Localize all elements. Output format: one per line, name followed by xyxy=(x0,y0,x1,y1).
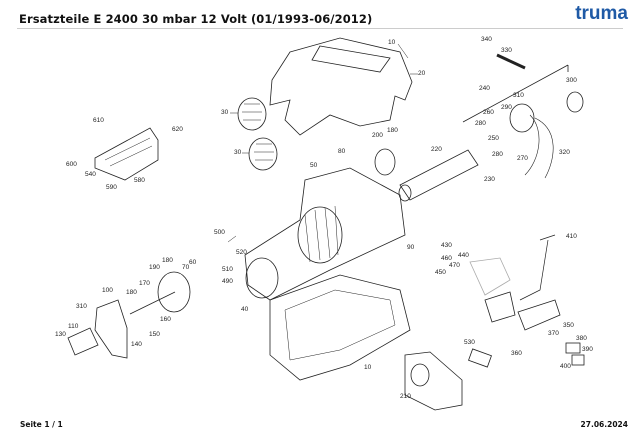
part-label: 20 xyxy=(418,70,426,77)
cover-plate-part xyxy=(404,351,463,411)
part-label: 330 xyxy=(501,47,512,54)
header-divider xyxy=(17,28,623,29)
part-label: 230 xyxy=(484,176,495,183)
part-label: 340 xyxy=(481,36,492,43)
part-label: 30 xyxy=(221,109,229,116)
part-label: 310 xyxy=(513,92,524,99)
part-label: 40 xyxy=(241,306,249,313)
part-label: 10 xyxy=(364,364,372,371)
part-label: 610 xyxy=(93,117,104,124)
part-label: 280 xyxy=(475,120,486,127)
part-label: 180 xyxy=(162,257,173,264)
part-label: 130 xyxy=(55,331,66,338)
part-label: 140 xyxy=(131,341,142,348)
part-label: 70 xyxy=(182,264,190,271)
part-label: 490 xyxy=(222,278,233,285)
part-label: 470 xyxy=(449,262,460,269)
page-title: Ersatzteile E 2400 30 mbar 12 Volt (01/1… xyxy=(19,12,373,26)
cover-part xyxy=(269,37,413,136)
motor-part xyxy=(67,327,99,356)
part-label: 290 xyxy=(501,104,512,111)
ignition-unit-part xyxy=(484,291,516,323)
motor-bracket-part xyxy=(94,299,128,359)
part-label: 150 xyxy=(149,331,160,338)
part-label: 270 xyxy=(517,155,528,162)
part-label: 430 xyxy=(441,242,452,249)
part-label: 260 xyxy=(483,109,494,116)
part-label: 540 xyxy=(85,171,96,178)
grill-part xyxy=(237,97,267,131)
part-label: 30 xyxy=(234,149,242,156)
grill-part xyxy=(248,137,278,171)
part-label: 180 xyxy=(387,127,398,134)
part-label: 90 xyxy=(407,244,415,251)
blower-wheel-part xyxy=(157,271,191,313)
fan-wheel-part xyxy=(374,148,396,176)
cover-logo-panel xyxy=(311,45,391,73)
bottom-tray-part xyxy=(269,274,411,381)
part-label: 200 xyxy=(372,132,383,139)
part-label: 530 xyxy=(464,339,475,346)
part-label: 380 xyxy=(576,335,587,342)
truma-logo: truma xyxy=(575,3,628,24)
part-label: 510 xyxy=(222,266,233,273)
part-label: 310 xyxy=(76,303,87,310)
part-label: 440 xyxy=(458,252,469,259)
part-label: 110 xyxy=(68,323,79,330)
part-label: 410 xyxy=(566,233,577,240)
part-label: 580 xyxy=(134,177,145,184)
exhaust-pipe-part xyxy=(399,149,479,201)
part-label: 180 xyxy=(126,289,137,296)
part-label: 100 xyxy=(102,287,113,294)
part-label: 460 xyxy=(441,255,452,262)
part-label: 240 xyxy=(479,85,490,92)
part-label: 500 xyxy=(214,229,225,236)
part-label: 210 xyxy=(400,393,411,400)
hose-part xyxy=(496,53,526,70)
part-label: 390 xyxy=(582,346,593,353)
part-label: 80 xyxy=(338,148,346,155)
part-label: 320 xyxy=(559,149,570,156)
part-label: 370 xyxy=(548,330,559,337)
control-box-part xyxy=(94,127,159,181)
part-label: 400 xyxy=(560,363,571,370)
part-label: 350 xyxy=(563,322,574,329)
part-label: 170 xyxy=(139,280,150,287)
part-label: 60 xyxy=(189,259,197,266)
part-label: 360 xyxy=(511,350,522,357)
burner-part xyxy=(509,103,535,133)
part-label: 590 xyxy=(106,184,117,191)
page-number: Seite 1 / 1 xyxy=(20,420,63,429)
part-label: 600 xyxy=(66,161,77,168)
part-label: 160 xyxy=(160,316,171,323)
part-label: 300 xyxy=(566,77,577,84)
part-label: 250 xyxy=(488,135,499,142)
part-label: 620 xyxy=(172,126,183,133)
part-label: 450 xyxy=(435,269,446,276)
heat-exchanger-part xyxy=(244,167,406,301)
part-label: 10 xyxy=(388,39,396,46)
print-date: 27.06.2024 xyxy=(580,420,628,429)
part-label: 50 xyxy=(310,162,318,169)
part-label: 190 xyxy=(149,264,160,271)
part-label: 220 xyxy=(431,146,442,153)
part-label: 280 xyxy=(492,151,503,158)
part-label: 520 xyxy=(236,249,247,256)
